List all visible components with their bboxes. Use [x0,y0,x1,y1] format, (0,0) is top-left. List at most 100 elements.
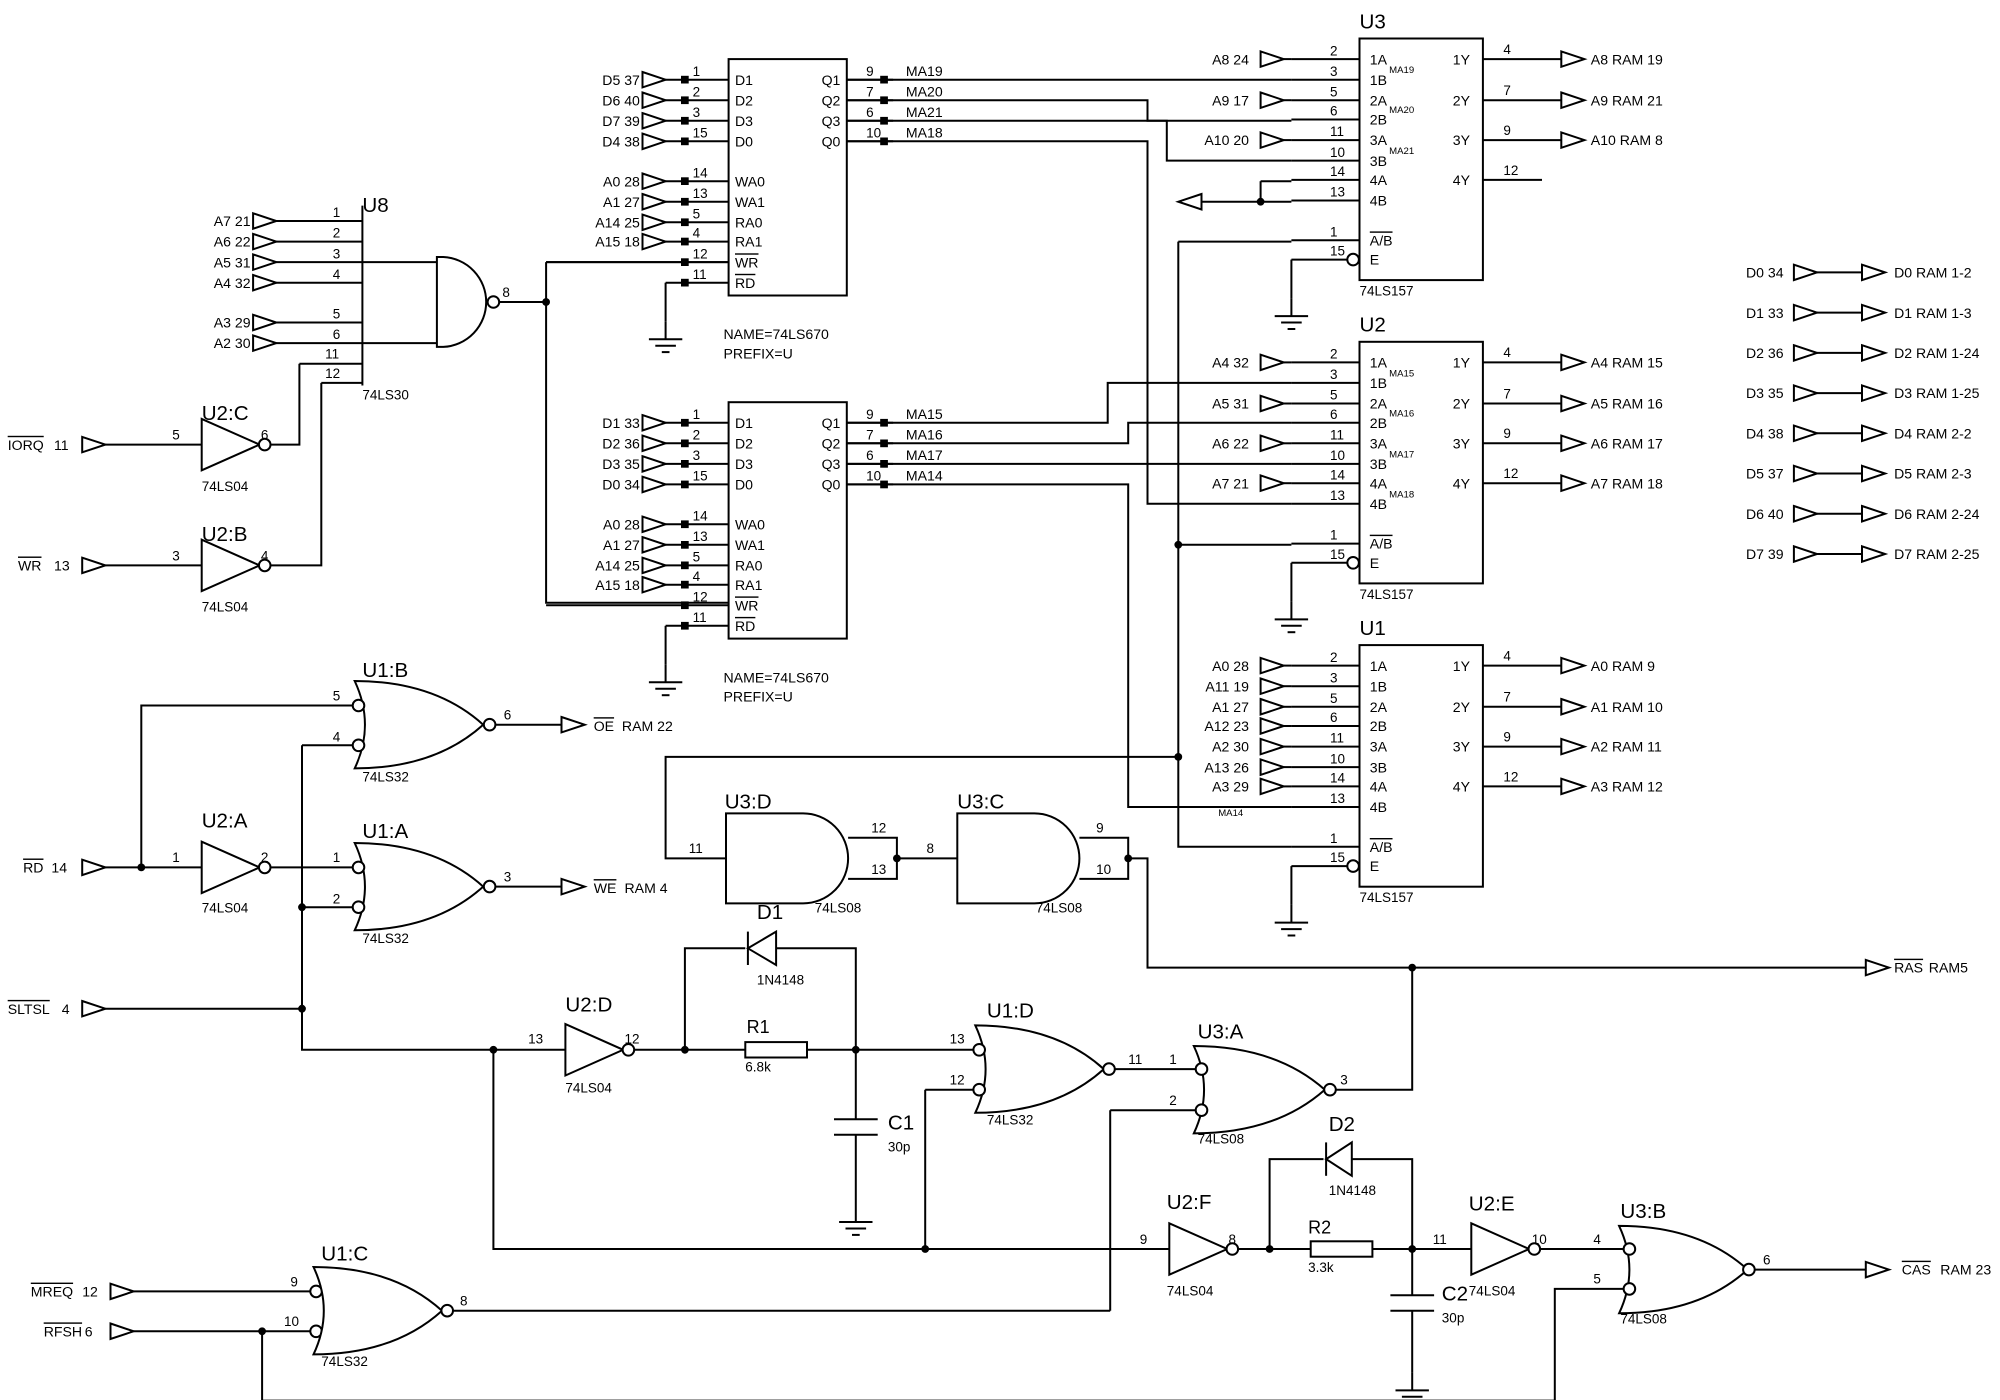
pin-number: 13 [1330,185,1345,200]
type-label: 74LS08 [815,900,862,915]
pin-number: 7 [1503,83,1511,98]
port-arrow [641,475,669,494]
wire [1128,857,1866,969]
port-label: MREQ [31,1284,73,1300]
pin-number: 13 [693,186,708,201]
ref-label: U2:F [1167,1191,1212,1214]
port-arrow [1259,50,1287,69]
pin-marker [681,439,689,448]
inversion-bubble [1194,1062,1209,1076]
pin-name: A/B [1370,536,1393,552]
input-label: D1 33 [602,415,640,431]
pin-number: 15 [693,469,708,484]
inversion-bubble [1622,1242,1637,1256]
wire [846,140,1292,505]
output-label: A10 RAM 8 [1591,132,1663,148]
inversion-bubble [1346,252,1360,267]
port-arrow [1864,1260,1893,1279]
pin-number: 13 [693,529,708,544]
port-arrow [560,715,588,734]
pin-marker [681,541,689,549]
input-label: A5 31 [1212,396,1249,412]
gate-body [1192,1044,1327,1135]
pin-number: 11 [1330,428,1344,443]
ref-label: U2:E [1469,1193,1515,1216]
type-label: 74LS32 [362,931,409,946]
inversion-bubble [1346,556,1360,570]
type-label: 74LS08 [1036,900,1083,915]
port-label: WE [594,880,617,896]
ground-symbol [839,1204,873,1236]
port-label: RAM 23 [1940,1262,1991,1278]
pin-marker [681,621,689,630]
input-label: D3 35 [1746,385,1784,401]
pin-number: 2 [1169,1093,1177,1108]
input-label: A6 22 [1212,436,1249,452]
pin-number: 11 [693,267,707,282]
pin-number: 11 [1330,124,1344,139]
port-arrow [641,575,669,594]
type-label: 74LS08 [1198,1132,1245,1147]
pin-number: 4 [1503,649,1511,664]
pin-name: WA1 [735,194,765,210]
input-label: A8 24 [1212,51,1249,67]
inversion-bubble [257,558,272,573]
output-label: A5 RAM 16 [1591,396,1663,412]
pin-number: 9 [290,1274,298,1289]
pin-number: 1 [1169,1052,1177,1067]
pin-name: RA0 [735,214,763,230]
mapper-nets: MA14 [846,78,1292,848]
net-label: MA19 [906,63,943,79]
inversion-bubble [621,1043,636,1057]
ref-label: D1 [757,901,783,924]
output-label: D5 RAM 2-3 [1894,466,1972,482]
pin-number: 9 [1503,123,1511,138]
ground-symbol [1395,1372,1429,1398]
wire [1336,967,1414,1091]
type-label: 74LS04 [202,900,249,915]
pin-number: 8 [460,1294,468,1309]
pin-number: 1 [333,850,341,865]
pin-number: 13 [1330,488,1345,503]
inversion-bubble [351,860,366,875]
wire [1268,1158,1324,1249]
wire [846,119,1292,162]
pin-number: 3 [333,246,341,261]
pin-name: 1A [1370,51,1388,67]
input-label: D6 40 [602,92,640,108]
port-arrow [252,232,280,251]
inversion-bubble [351,738,366,753]
output-label: D7 RAM 2-25 [1894,546,1980,562]
type-label: 74LS157 [1360,587,1414,602]
pin-name: 4A [1370,779,1388,795]
pin-marker [681,137,689,146]
port-arrow [1792,504,1821,523]
output-label: A8 RAM 19 [1591,51,1663,67]
pin-number: 6 [1763,1252,1771,1267]
input-label: A2 30 [1212,739,1249,755]
pin-name: D1 [735,72,753,88]
input-label: A11 19 [1205,678,1249,694]
pin-name: E [1370,555,1379,571]
pin-name: D0 [735,477,753,493]
net-label: MA21 [906,104,943,120]
input-label: A3 29 [214,315,251,331]
pin-number: 4 [1503,345,1511,360]
port-arrow [641,434,669,453]
pin-number: 12 [871,821,886,836]
inverter-body [200,538,263,593]
port-arrow [1792,464,1821,483]
pin-marker [681,480,689,489]
pin-number: 5 [1330,84,1338,99]
port-label: IORQ [8,437,44,453]
pin-number: 5 [172,428,180,443]
input-label: D1 33 [1746,305,1784,321]
pin-number: 6 [1330,104,1338,119]
pin-number: 11 [693,610,707,625]
pin-number: 2 [1330,347,1338,362]
input-label: D5 37 [602,72,640,88]
pin-number: 11 [1433,1232,1447,1247]
pin-name: 1A [1370,658,1388,674]
input-label: A0 28 [603,173,640,189]
